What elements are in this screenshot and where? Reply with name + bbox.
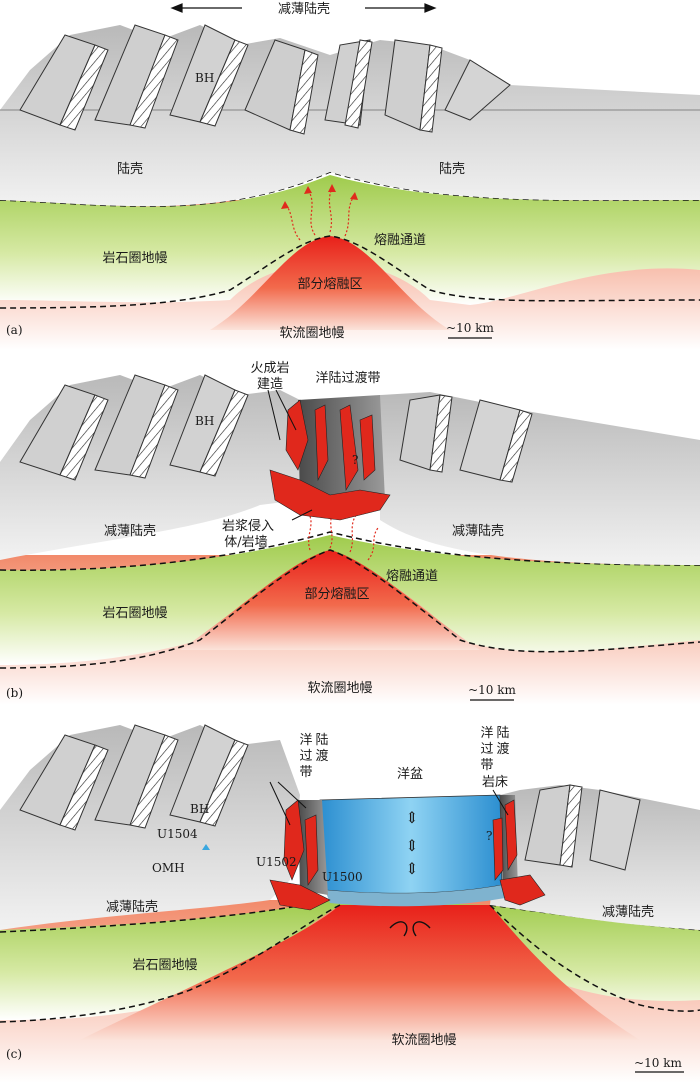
octz-left-1: 洋	[299, 733, 312, 748]
partial-melt-label: 部分熔融区	[297, 277, 362, 292]
partial-melt-zone	[210, 236, 450, 330]
bh-label: BH	[190, 802, 209, 816]
fault-blocks	[19, 374, 533, 483]
panel-tag: (c)	[6, 1047, 22, 1061]
octz-left-2: 陆	[315, 732, 328, 748]
crust-label-left: 减薄陆壳	[106, 899, 158, 915]
fault-blocks	[19, 24, 511, 135]
question-mark: ?	[352, 453, 358, 467]
crust-label-left: 减薄陆壳	[104, 523, 156, 539]
panel-b: BH 火成岩 建造 洋陆过渡带 ? 减薄陆壳 减薄陆壳 岩浆侵入 体/岩墙 熔融…	[0, 361, 700, 705]
site-u1500: U1500	[322, 870, 363, 884]
fault-blocks	[19, 724, 641, 871]
omh-label: OMH	[152, 861, 185, 875]
scale-label: ~10 km	[634, 1056, 682, 1070]
panel-tag: (b)	[6, 686, 23, 700]
scale-label: ~10 km	[468, 683, 516, 697]
asthenosphere-upwelling	[80, 905, 640, 1040]
transition-label: 洋陆过渡带	[315, 370, 380, 386]
asthenosphere-label: 软流圈地幔	[307, 681, 372, 696]
melt-channel-arrows	[285, 187, 355, 241]
moho-line	[0, 531, 700, 571]
intrusion-label-2: 体/岩墙	[224, 535, 267, 550]
lab-line	[0, 549, 700, 669]
asthenosphere-label: 软流圈地幔	[391, 1033, 456, 1048]
mantle-flow-arrows	[389, 921, 431, 937]
partial-melt-zone	[180, 550, 480, 650]
panel-a: 减薄陆壳 BH 陆壳 陆壳 岩石圈地幔 熔融通道 部分熔融区 软流圈地幔 (a)…	[0, 1, 700, 350]
lab-line-right	[489, 904, 700, 1012]
lithosphere-layer	[0, 175, 700, 305]
lithosphere-label: 岩石圈地幔	[102, 606, 167, 621]
bh-label: BH	[195, 71, 214, 85]
svg-text:⇕: ⇕	[405, 859, 418, 878]
lithosphere-layer	[0, 900, 700, 1020]
pointer-lines	[269, 781, 509, 826]
igneous-label-2: 建造	[257, 377, 283, 392]
octz-left-3: 过	[299, 749, 312, 764]
intrusion-label-1: 岩浆侵入	[222, 518, 274, 534]
panel-c: ⇕ ⇕ ⇕ 洋 陆 过 渡 带 洋盆 洋 陆 过 渡 带 岩	[0, 724, 700, 1083]
crust-label-right: 陆壳	[439, 161, 465, 177]
scale-label: ~10 km	[446, 321, 494, 335]
sill-label: 岩床	[482, 775, 508, 790]
octz-right-2: 陆	[496, 725, 509, 741]
crust-label-left: 陆壳	[117, 161, 143, 177]
asthenosphere-label: 软流圈地幔	[279, 326, 344, 341]
igneous-label-1: 火成岩	[250, 361, 289, 376]
extension-arrows	[170, 3, 437, 13]
site-u1504: U1504	[157, 827, 198, 841]
basin-label: 洋盆	[397, 767, 423, 782]
lithosphere-layer	[0, 535, 700, 665]
melt-channel-label: 熔融通道	[386, 569, 438, 584]
svg-text:⇕: ⇕	[405, 836, 418, 855]
lab-line	[0, 235, 700, 309]
lab-line-left	[0, 904, 341, 1023]
octz-left-5: 带	[299, 765, 312, 780]
igneous-bodies	[269, 399, 391, 521]
igneous-bodies	[269, 799, 546, 911]
octz-left-label: 洋 陆 过 渡 带	[299, 732, 328, 780]
melt-arrowheads	[281, 184, 358, 209]
bh-label: BH	[195, 414, 214, 428]
octz-right-5: 带	[480, 758, 493, 773]
octz-left-4: 渡	[315, 748, 328, 764]
octz-right-4: 渡	[496, 741, 509, 757]
crust-label-right: 减薄陆壳	[452, 523, 504, 539]
site-marker	[202, 844, 210, 850]
lithosphere-label: 岩石圈地幔	[132, 958, 197, 973]
crust-right	[380, 392, 700, 565]
question-mark: ?	[486, 829, 492, 843]
panel-tag: (a)	[6, 323, 23, 337]
top-label: 减薄陆壳	[278, 1, 330, 17]
basin-floor	[325, 885, 505, 907]
spreading-symbols: ⇕ ⇕ ⇕	[405, 808, 418, 878]
svg-text:⇕: ⇕	[405, 808, 418, 827]
octz-right-1: 洋	[480, 726, 493, 741]
pointer-lines	[267, 389, 313, 521]
site-u1502: U1502	[256, 855, 297, 869]
melt-channel-label: 熔融通道	[374, 233, 426, 248]
crust-label-right: 减薄陆壳	[602, 904, 654, 920]
ocean-basin	[319, 794, 503, 894]
partial-melt-label: 部分熔融区	[304, 587, 369, 602]
lithosphere-label: 岩石圈地幔	[102, 251, 167, 266]
octz-right-3: 过	[480, 742, 493, 757]
octz-right-label: 洋 陆 过 渡 带	[480, 725, 509, 773]
